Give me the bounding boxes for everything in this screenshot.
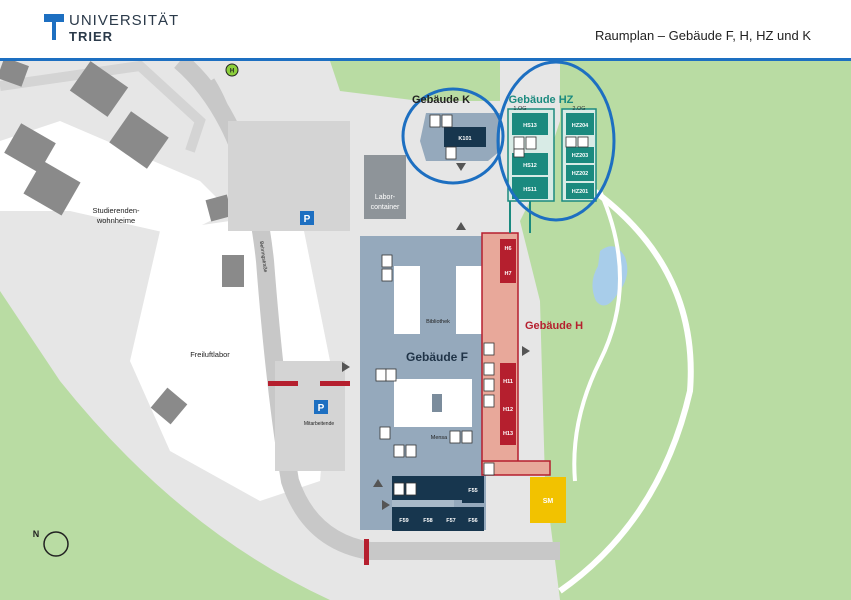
parking-area-north xyxy=(228,121,350,231)
label-labor-2: container xyxy=(371,204,400,211)
page-title: Raumplan – Gebäude F, H, HZ und K xyxy=(594,28,811,43)
parking-sign-staff-icon xyxy=(314,400,328,414)
room-hz203-label[interactable]: HZ203 xyxy=(572,153,589,159)
room-hz204-label[interactable]: HZ204 xyxy=(572,123,589,129)
green-area-north xyxy=(330,61,500,101)
laborcontainer-building xyxy=(364,155,406,219)
highlight-circle-hz xyxy=(496,61,616,222)
footpath-east xyxy=(558,178,694,594)
label-behringstrasse: Behringstraße xyxy=(258,241,268,273)
header: UNIVERSITÄT TRIER Raumplan – Gebäude F, … xyxy=(0,0,851,58)
room-f55-label[interactable]: F55 xyxy=(468,488,477,494)
room-h11-label[interactable]: H11 xyxy=(503,379,513,385)
residence-road xyxy=(0,61,206,153)
room-hs13-label[interactable]: HS13 xyxy=(523,123,537,129)
facility-icons xyxy=(375,114,589,496)
room-sm-label[interactable]: SM xyxy=(543,498,554,505)
barriers xyxy=(268,381,369,565)
label-gebaeude-hz: Gebäude HZ xyxy=(509,94,574,106)
room-f59-label[interactable]: F59 xyxy=(399,518,408,524)
label-labor-1: Labor- xyxy=(375,194,396,201)
residence-buildings xyxy=(0,61,244,425)
logo-text-universitaet: UNIVERSITÄT xyxy=(69,12,180,29)
room-h7-label[interactable]: H7 xyxy=(504,271,511,277)
campus-map[interactable]: Gebäude K Gebäude HZ Gebäude H Gebäude F… xyxy=(0,61,851,600)
label-bibliothek: Bibliothek xyxy=(426,319,450,325)
bus-stop-icon xyxy=(225,63,239,77)
room-row-f[interactable] xyxy=(392,507,484,531)
university-logo[interactable]: UNIVERSITÄT TRIER xyxy=(44,12,178,46)
building-k[interactable] xyxy=(420,113,500,161)
room-hs12-label[interactable]: HS12 xyxy=(523,163,537,169)
label-north: N xyxy=(33,529,40,539)
room-f57-label[interactable]: F57 xyxy=(446,518,455,524)
room-h12-label[interactable]: H12 xyxy=(503,407,513,413)
green-area-southwest xyxy=(0,291,330,600)
room-hz201-label[interactable]: HZ201 xyxy=(572,189,589,195)
label-studierenden-1: Studierenden- xyxy=(92,206,140,215)
room-h13-label[interactable]: H13 xyxy=(503,431,513,437)
parking-sign-north-icon xyxy=(300,211,314,225)
label-floor-1og: 1.OG xyxy=(513,106,526,112)
label-floor-2og: 2.OG xyxy=(572,106,585,112)
label-bus-stop: H xyxy=(230,69,234,75)
highlight-circle-k xyxy=(401,87,505,185)
room-f55[interactable] xyxy=(462,479,484,503)
logo-text-trier: TRIER xyxy=(69,29,113,44)
building-sm[interactable] xyxy=(530,477,566,523)
label-parking-staff: P xyxy=(318,403,325,414)
footpath-inner xyxy=(572,190,622,482)
room-f56-label[interactable]: F56 xyxy=(468,518,477,524)
label-studierenden-2: wohnheime xyxy=(96,216,135,225)
north-arrow-icon xyxy=(43,531,69,557)
parking-area-staff xyxy=(275,361,345,471)
entrance-arrows xyxy=(342,163,530,510)
label-mitarbeitende: Mitarbeitende xyxy=(304,421,335,427)
room-k101-label[interactable]: K101 xyxy=(458,136,471,142)
room-hz202-label[interactable]: HZ202 xyxy=(572,171,589,177)
header-divider xyxy=(0,58,851,61)
label-gebaeude-k: Gebäude K xyxy=(412,94,470,106)
room-h6-label[interactable]: H6 xyxy=(504,246,511,252)
logo-mark-icon xyxy=(44,14,64,40)
label-parking-north: P xyxy=(304,214,311,225)
room-f58-label[interactable]: F58 xyxy=(423,518,432,524)
label-freiluftlabor: Freiluftlabor xyxy=(190,350,230,359)
label-gebaeude-f: Gebäude F xyxy=(406,350,468,364)
label-gebaeude-h: Gebäude H xyxy=(525,320,583,332)
room-hs11-label[interactable]: HS11 xyxy=(523,187,536,193)
label-mensa: Mensa xyxy=(431,435,448,441)
